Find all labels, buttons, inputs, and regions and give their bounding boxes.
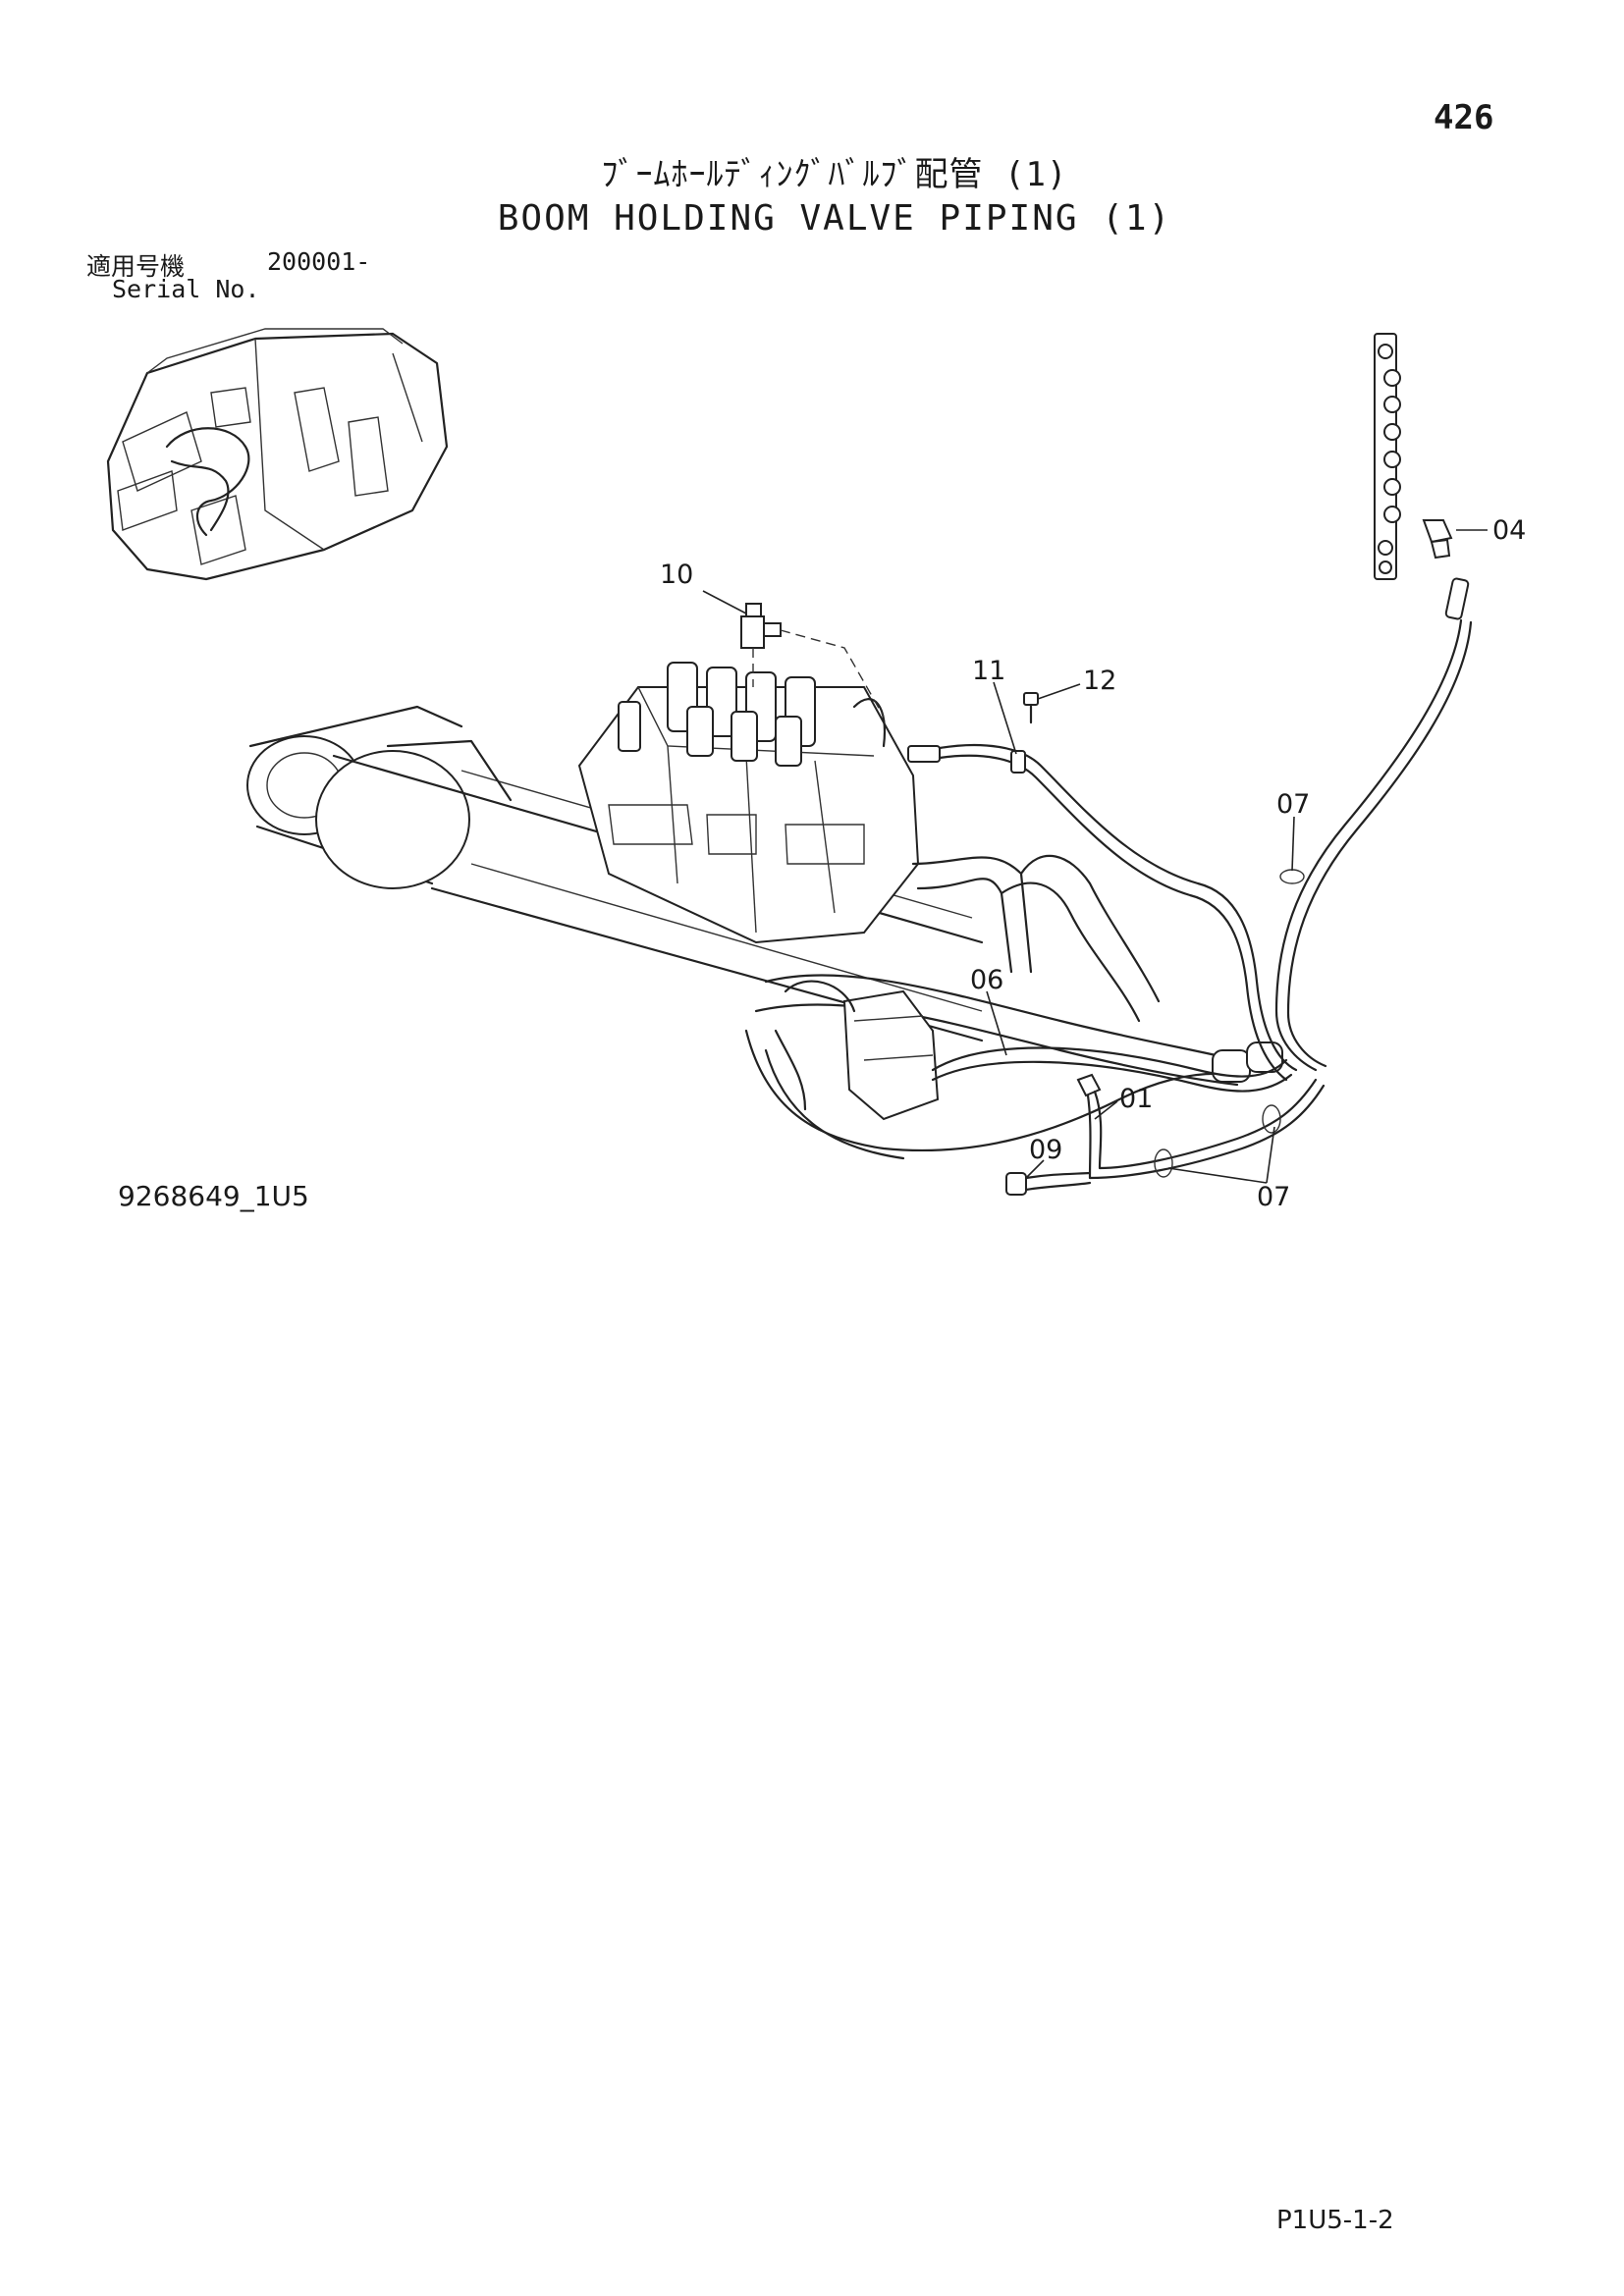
callout-01: 01 — [1119, 1084, 1153, 1114]
long-hose — [1274, 577, 1473, 1072]
serial-range: 200001- — [267, 247, 371, 276]
callout-09: 09 — [1029, 1135, 1062, 1165]
callout-10: 10 — [660, 560, 693, 590]
drawing-code: 9268649_1U5 — [118, 1180, 309, 1212]
page-title-japanese: ﾌﾞｰﾑﾎｰﾙﾃﾞｨﾝｸﾞﾊﾞﾙﾌﾞ配管 (1) — [601, 155, 1068, 194]
serial-label: Serial No. — [112, 275, 260, 303]
fitting-10 — [740, 603, 885, 718]
page-number: 426 — [1434, 98, 1494, 137]
callout-11: 11 — [972, 656, 1005, 686]
hose-01 — [1076, 1073, 1326, 1180]
boom-holding-valve — [774, 980, 940, 1121]
fitting-04 — [1422, 519, 1453, 560]
hose-11 — [907, 743, 1298, 1082]
lower-hoses — [744, 854, 1283, 1160]
page-code: P1U5-1-2 — [1276, 2206, 1394, 2235]
callout-07-lower: 07 — [1257, 1182, 1290, 1212]
callout-12: 12 — [1083, 666, 1116, 696]
machine-locator-thumbnail — [106, 328, 449, 581]
callout-07-upper: 07 — [1276, 789, 1310, 820]
page-title: BOOM HOLDING VALVE PIPING (1) — [497, 198, 1172, 239]
bolt-12 — [1023, 692, 1039, 724]
callout-04: 04 — [1492, 515, 1526, 546]
pilot-block — [1374, 333, 1401, 580]
control-valve — [577, 662, 920, 944]
pilot-hose-06 — [931, 1046, 1293, 1093]
callout-06: 06 — [970, 965, 1003, 995]
fitting-09 — [1005, 1171, 1092, 1196]
serial-label-japanese: 適用号機 — [86, 252, 186, 281]
leader-lines — [702, 529, 1488, 1184]
